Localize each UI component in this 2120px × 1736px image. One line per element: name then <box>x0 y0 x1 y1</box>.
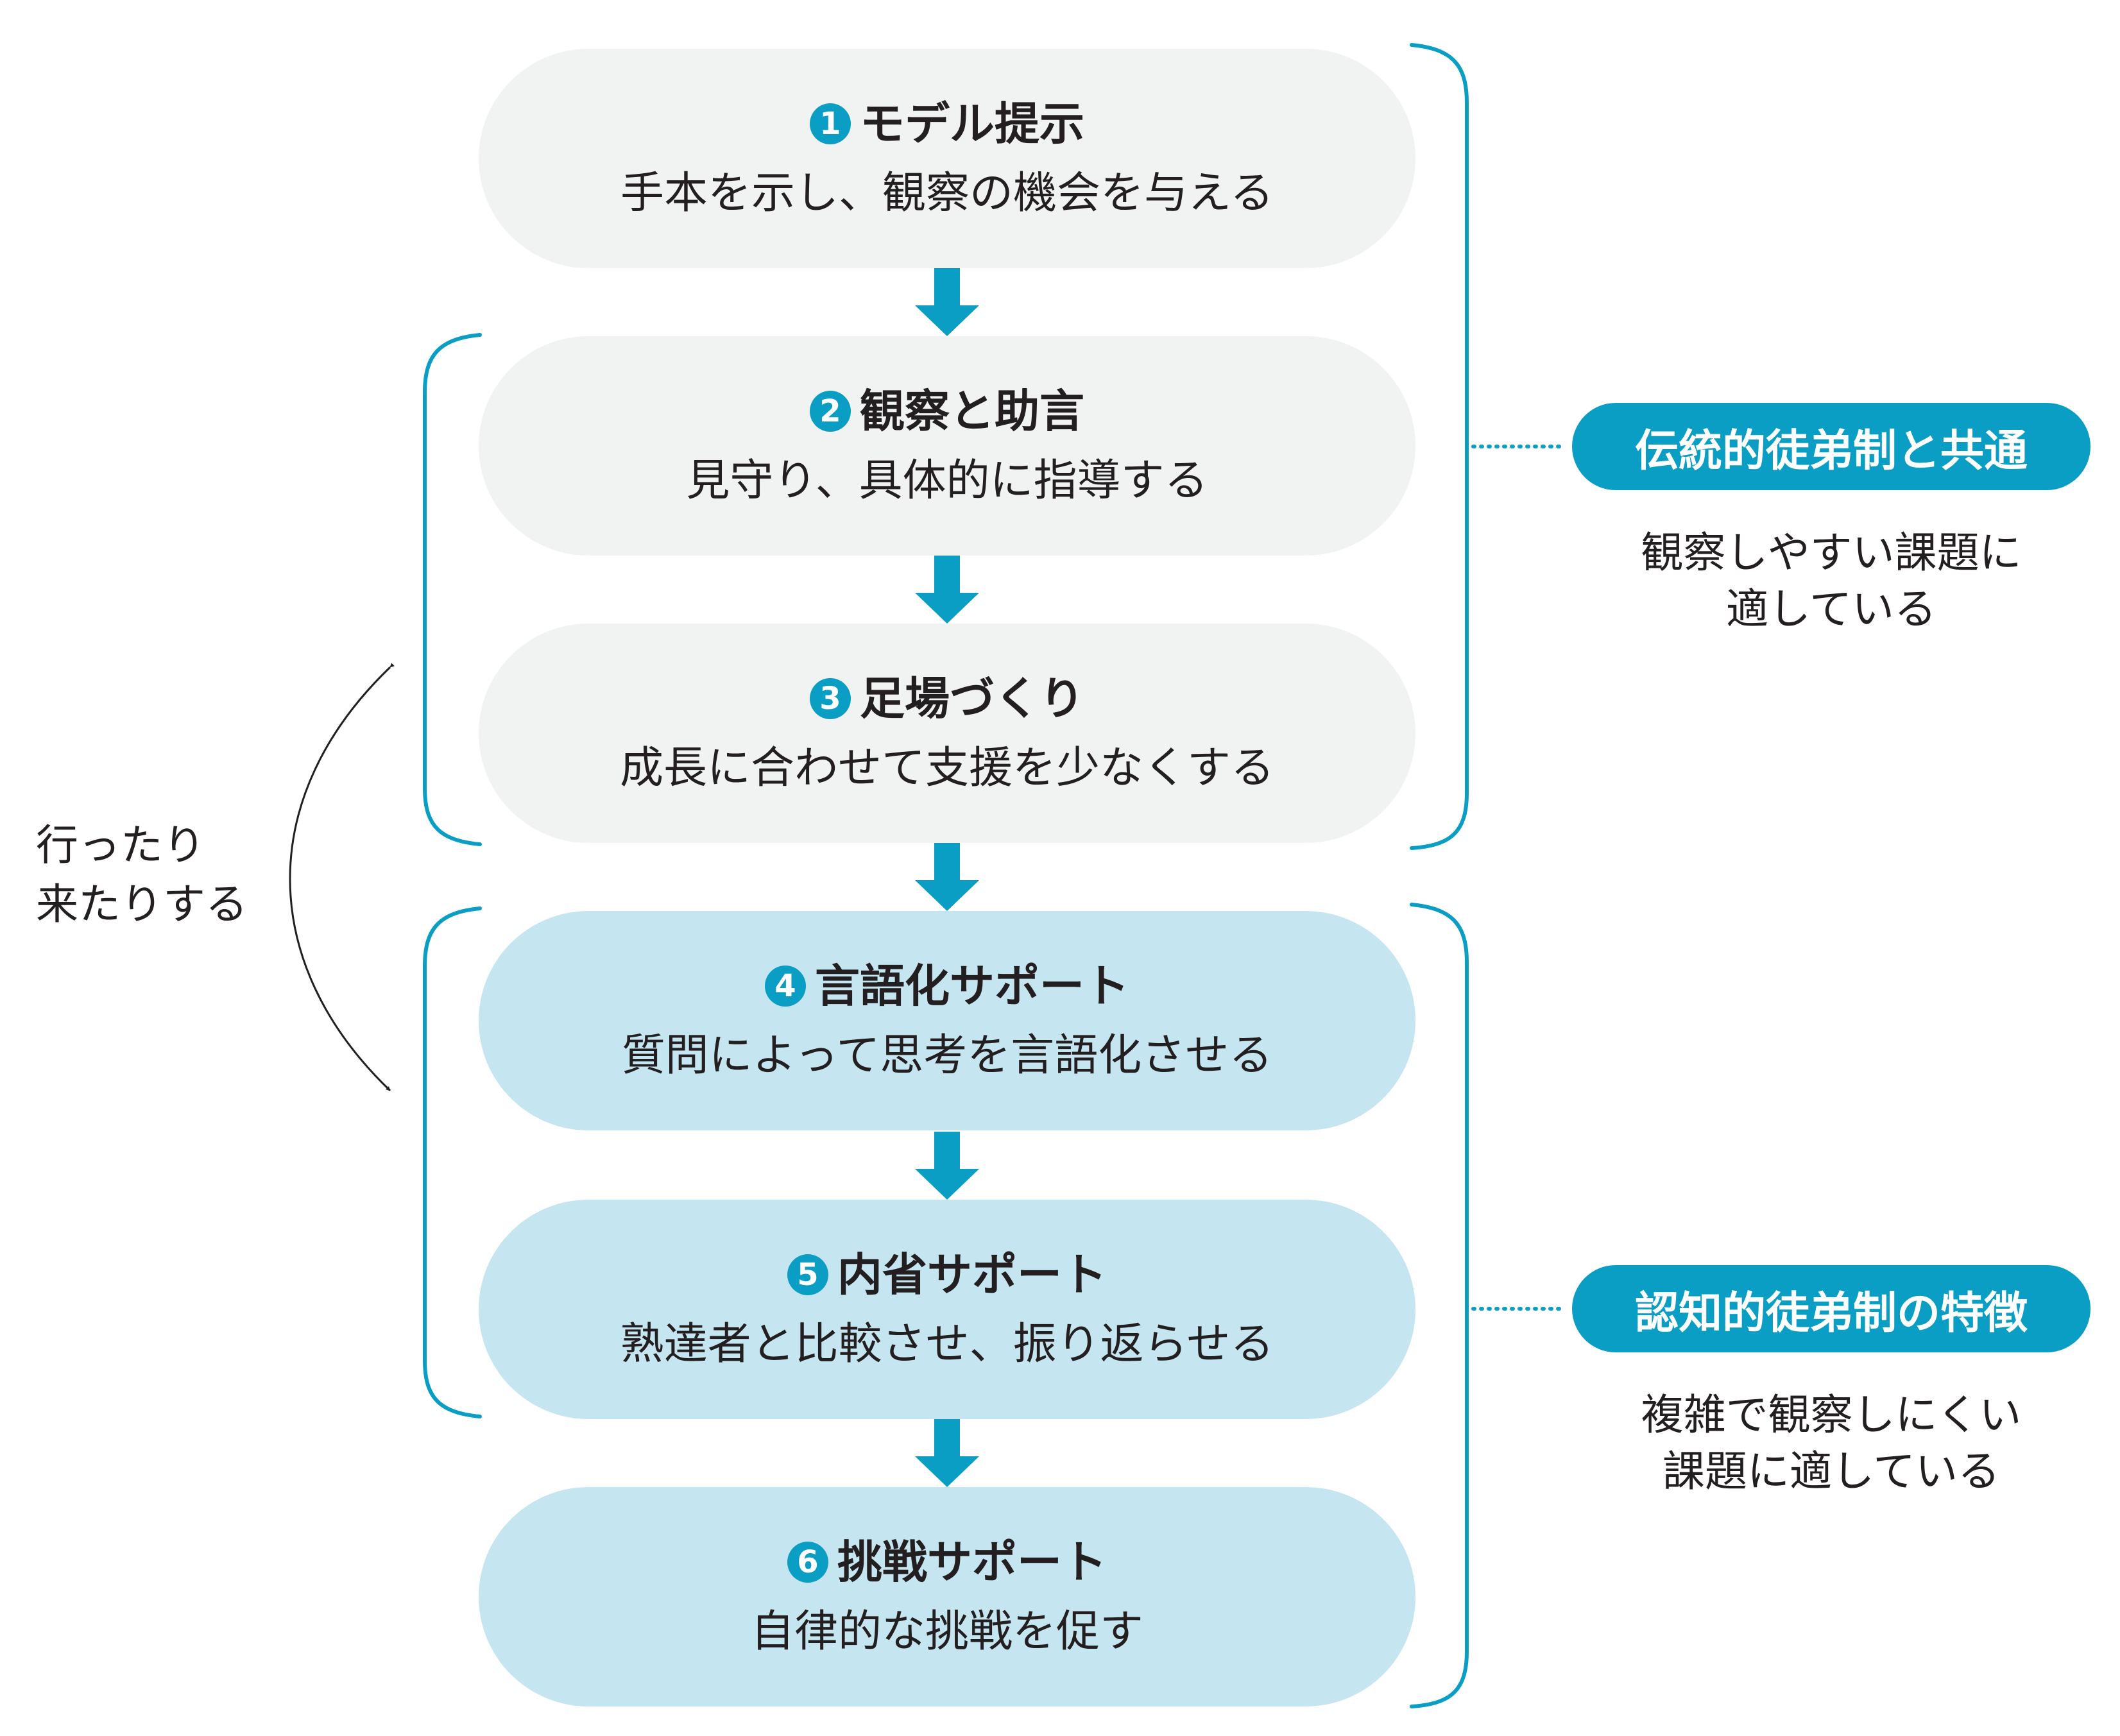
step-number-badge: 3 <box>810 678 851 719</box>
step-3-scaffolding: 3 足場づくり 成長に合わせて支援を少なくする <box>479 624 1415 843</box>
down-arrow-4-5 <box>915 1132 979 1200</box>
step-2-observe-advise: 2 観察と助言 見守り、具体的に指導する <box>479 336 1415 556</box>
step-number-badge: 6 <box>787 1542 828 1583</box>
step-description: 自律的な挑戦を促す <box>750 1606 1143 1657</box>
step-title: 1 モデル提示 <box>810 101 1084 146</box>
right-bracket-traditional <box>1410 43 1469 850</box>
step-description: 見守り、具体的に指導する <box>686 455 1208 506</box>
step-number-badge: 1 <box>810 103 851 144</box>
note-line: 複雑で観察しにくい <box>1641 1390 2022 1440</box>
note-cognitive: 複雑で観察しにくい 課題に適している <box>1572 1387 2090 1500</box>
tag-traditional: 伝統的徒弟制と共通 <box>1572 403 2090 490</box>
down-arrow-2-3 <box>915 556 979 624</box>
loop-arrow <box>289 663 395 1092</box>
down-arrow-5-6 <box>915 1419 979 1487</box>
step-number-badge: 5 <box>787 1254 828 1295</box>
step-title: 4 言語化サポート <box>765 964 1129 1008</box>
step-description: 成長に合わせて支援を少なくする <box>619 743 1274 794</box>
step-title: 5 内省サポート <box>787 1252 1107 1297</box>
down-arrow-1-2 <box>915 268 979 336</box>
left-bracket-steps-2-3 <box>423 333 482 846</box>
step-description: 熟達者と比較させ、振り返らせる <box>620 1319 1274 1370</box>
step-title: 6 挑戦サポート <box>787 1540 1107 1585</box>
loop-note-line: 行ったり <box>36 821 205 870</box>
tag-cognitive: 認知的徒弟制の特徴 <box>1572 1265 2090 1352</box>
step-number-badge: 4 <box>765 966 806 1007</box>
step-title-text: 内省サポート <box>837 1248 1107 1301</box>
step-5-reflection: 5 内省サポート 熟達者と比較させ、振り返らせる <box>479 1200 1415 1419</box>
step-1-model: 1 モデル提示 手本を示し、観察の機会を与える <box>479 49 1415 268</box>
step-title-text: 言語化サポート <box>815 960 1129 1012</box>
step-description: 質問によって思考を言語化させる <box>621 1030 1273 1081</box>
step-title-text: 足場づくり <box>860 672 1084 725</box>
flow-arrows <box>915 268 979 1487</box>
step-title: 3 足場づくり <box>810 676 1084 721</box>
down-arrow-3-4 <box>915 843 979 911</box>
step-title: 2 観察と助言 <box>810 389 1084 434</box>
step-6-exploration: 6 挑戦サポート 自律的な挑戦を促す <box>479 1487 1415 1706</box>
note-line: 課題に適している <box>1662 1447 2001 1496</box>
step-title-text: 挑戦サポート <box>837 1536 1107 1588</box>
step-number-badge: 2 <box>810 391 851 432</box>
step-title-text: モデル提示 <box>860 98 1084 150</box>
loop-note: 行ったり 来たりする <box>36 816 280 934</box>
left-bracket-steps-4-5 <box>423 906 482 1418</box>
note-traditional: 観察しやすい課題に 適している <box>1572 525 2090 638</box>
brackets <box>423 43 1469 1708</box>
right-bracket-cognitive <box>1410 903 1469 1708</box>
dotted-connectors <box>1471 445 1568 1311</box>
note-line: 適している <box>1725 584 1937 634</box>
step-title-text: 観察と助言 <box>860 385 1084 438</box>
note-line: 観察しやすい課題に <box>1641 528 2022 577</box>
step-4-articulation: 4 言語化サポート 質問によって思考を言語化させる <box>479 911 1415 1130</box>
loop-note-line: 来たりする <box>36 880 248 929</box>
step-description: 手本を示し、観察の機会を与える <box>620 168 1274 219</box>
